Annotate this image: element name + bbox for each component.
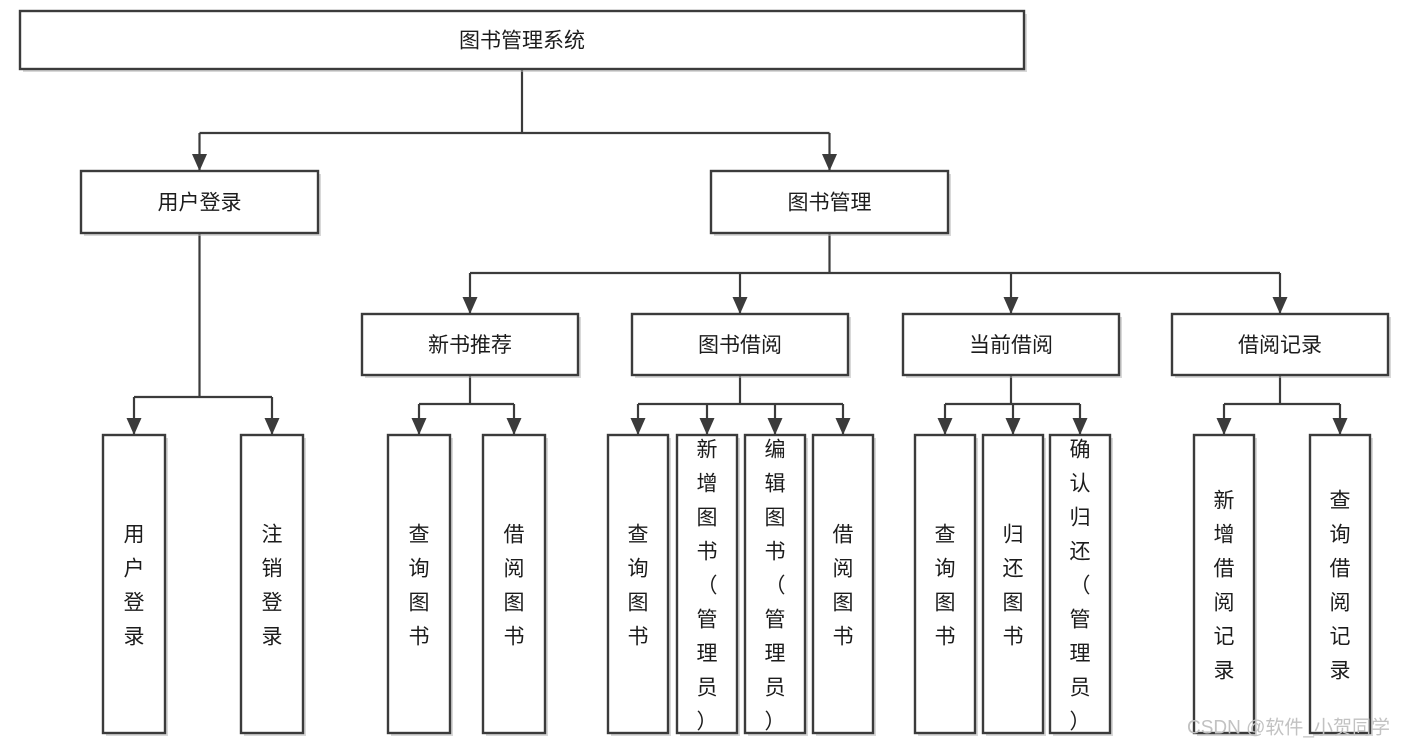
connector-group-new-book-rec-children (411, 375, 522, 435)
node-label: 新增图书（管理员） (697, 439, 718, 734)
node-label: 新增借阅记录 (1214, 490, 1235, 683)
node-leaf-query-record[interactable]: 查询借阅记录 (1308, 433, 1373, 736)
node-box[interactable] (675, 433, 739, 735)
node-label: 借阅图书 (504, 524, 525, 649)
node-box[interactable] (481, 433, 547, 735)
node-borrow-record[interactable]: 借阅记录 (1170, 312, 1391, 378)
node-box[interactable] (360, 312, 580, 377)
node-box[interactable] (743, 433, 807, 735)
node-leaf-logout[interactable]: 注销登录 (239, 433, 306, 736)
node-label: 查询图书 (935, 524, 956, 649)
node-label: 借阅图书 (833, 524, 854, 649)
node-label: 查询借阅记录 (1330, 490, 1351, 683)
node-leaf-query-book-3[interactable]: 查询图书 (913, 433, 978, 736)
node-box[interactable] (18, 9, 1026, 71)
connector-group-user-login-children (126, 233, 280, 435)
node-new-book-rec[interactable]: 新书推荐 (360, 312, 581, 378)
connector-group-book-borrow-children (630, 375, 851, 435)
node-box[interactable] (1048, 433, 1112, 735)
node-label: 借阅记录 (1238, 334, 1322, 357)
node-box[interactable] (709, 169, 950, 235)
connector-layer (126, 69, 1348, 435)
node-label: 图书管理 (788, 192, 872, 215)
node-box[interactable] (1170, 312, 1390, 377)
node-box[interactable] (386, 433, 452, 735)
node-leaf-edit-book[interactable]: 编辑图书（管理员） (743, 433, 808, 736)
watermark-layer: CSDN @软件_小贺同学 (1187, 717, 1390, 739)
node-leaf-query-book-1[interactable]: 查询图书 (386, 433, 453, 736)
node-box[interactable] (1192, 433, 1256, 735)
connector-group-current-borrow-children (937, 375, 1088, 435)
node-box[interactable] (101, 433, 167, 735)
node-label: 确认归还（管理员） (1070, 439, 1091, 734)
node-leaf-borrow-book-2[interactable]: 借阅图书 (811, 433, 876, 736)
node-box[interactable] (913, 433, 977, 735)
connector-group-root-children (192, 69, 837, 171)
node-leaf-borrow-book-1[interactable]: 借阅图书 (481, 433, 548, 736)
node-leaf-add-book[interactable]: 新增图书（管理员） (675, 433, 740, 736)
node-box[interactable] (1308, 433, 1372, 735)
node-label: 新书推荐 (428, 334, 512, 357)
node-book-borrow[interactable]: 图书借阅 (630, 312, 851, 378)
node-label: 用户登录 (124, 524, 145, 649)
node-box[interactable] (239, 433, 305, 735)
connector-group-borrow-record-children (1216, 375, 1348, 435)
node-leaf-return-book[interactable]: 归还图书 (981, 433, 1046, 736)
node-label: 注销登录 (262, 524, 283, 649)
node-label: 图书借阅 (698, 334, 782, 357)
node-label: 查询图书 (409, 524, 430, 649)
node-book-manage[interactable]: 图书管理 (709, 169, 951, 236)
csdn-watermark: CSDN @软件_小贺同学 (1187, 717, 1390, 739)
node-label: 图书管理系统 (459, 30, 585, 53)
node-user-login[interactable]: 用户登录 (79, 169, 321, 236)
node-box[interactable] (79, 169, 320, 235)
node-root[interactable]: 图书管理系统 (18, 9, 1027, 72)
node-leaf-user-login[interactable]: 用户登录 (101, 433, 168, 736)
node-current-borrow[interactable]: 当前借阅 (901, 312, 1122, 378)
node-box[interactable] (606, 433, 670, 735)
node-label: 编辑图书（管理员） (765, 439, 786, 734)
node-box[interactable] (811, 433, 875, 735)
node-box[interactable] (981, 433, 1045, 735)
node-layer: 图书管理系统用户登录图书管理新书推荐图书借阅当前借阅借阅记录用户登录注销登录查询… (18, 9, 1391, 736)
node-label: 用户登录 (158, 192, 242, 215)
connector-group-book-manage-children (462, 233, 1288, 314)
node-label: 当前借阅 (969, 334, 1053, 357)
node-leaf-confirm-return[interactable]: 确认归还（管理员） (1048, 433, 1113, 736)
node-leaf-query-book-2[interactable]: 查询图书 (606, 433, 671, 736)
node-label: 查询图书 (628, 524, 649, 649)
node-box[interactable] (630, 312, 850, 377)
node-box[interactable] (901, 312, 1121, 377)
node-leaf-add-record[interactable]: 新增借阅记录 (1192, 433, 1257, 736)
node-label: 归还图书 (1003, 524, 1024, 649)
